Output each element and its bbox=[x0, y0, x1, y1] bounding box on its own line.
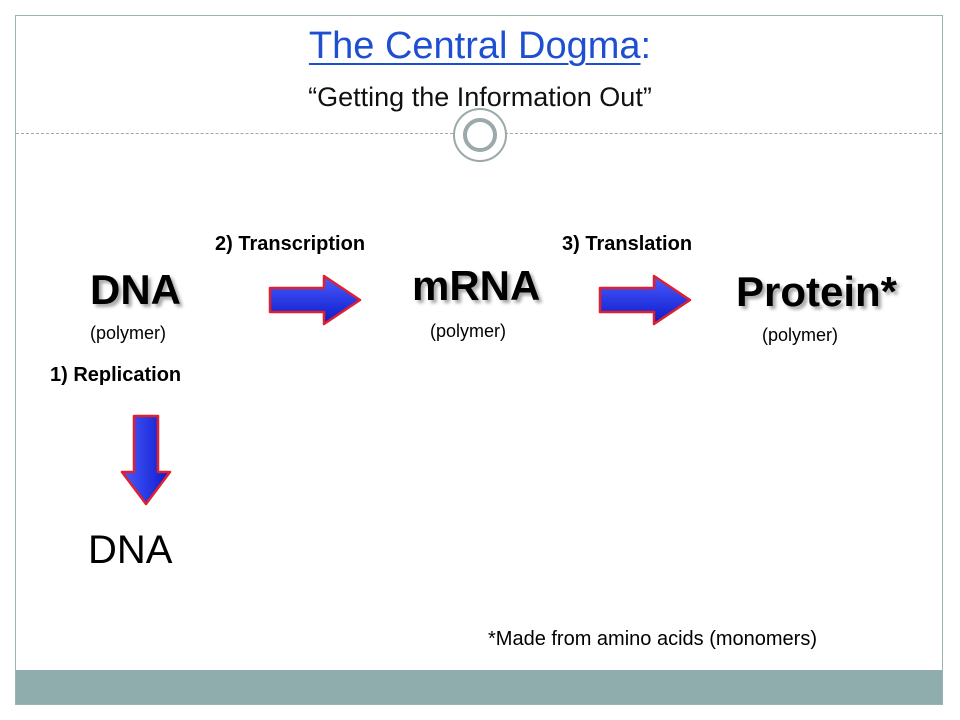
node-mrna-sublabel: (polymer) bbox=[430, 321, 507, 341]
page-subtitle: “Getting the Information Out” bbox=[308, 82, 652, 112]
node-mrna-label: mRNA bbox=[412, 262, 541, 309]
title-text: The Central Dogma bbox=[308, 25, 641, 67]
step-translation-label: 3) Translation bbox=[562, 233, 693, 255]
footnote: *Made from amino acids (monomers) bbox=[488, 628, 817, 650]
node-dna-copy-label: DNA bbox=[88, 528, 173, 572]
footer-bar bbox=[16, 670, 942, 704]
right-arrow-icon bbox=[268, 274, 362, 326]
title-colon: : bbox=[640, 25, 652, 67]
right-arrow-icon bbox=[598, 274, 692, 326]
node-dna-label: DNA bbox=[90, 266, 181, 313]
node-protein-sublabel: (polymer) bbox=[762, 325, 839, 345]
step-replication-label: 1) Replication bbox=[50, 364, 182, 386]
slide-frame bbox=[15, 15, 943, 705]
ring-ornament-icon bbox=[453, 108, 507, 162]
down-arrow-icon bbox=[120, 414, 172, 506]
step-transcription-label: 2) Transcription bbox=[215, 233, 366, 255]
page-title: The Central Dogma: bbox=[0, 22, 960, 70]
ring-ornament-inner bbox=[463, 118, 497, 152]
node-protein-label: Protein* bbox=[736, 268, 898, 315]
node-dna-sublabel: (polymer) bbox=[90, 323, 167, 343]
